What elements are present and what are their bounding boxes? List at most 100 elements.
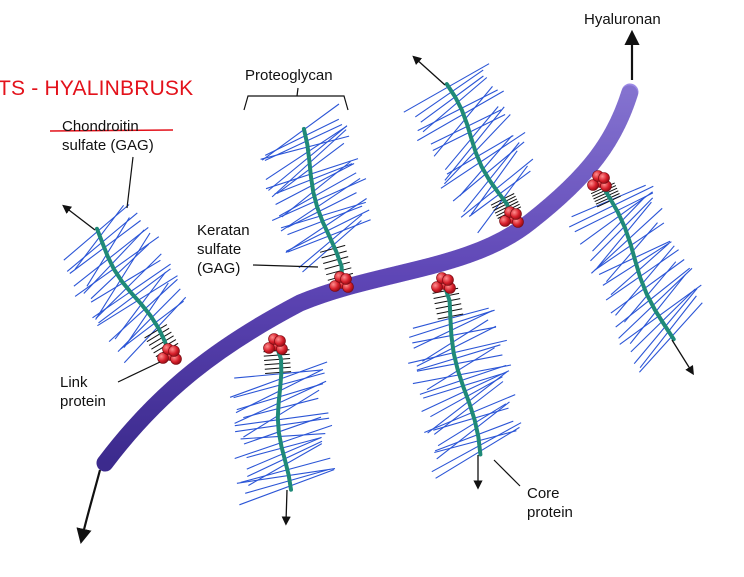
chondroitin-sulfate-chain bbox=[413, 310, 493, 349]
keratan-sulfate-chain bbox=[144, 324, 168, 339]
chondroitin-sulfate-chain bbox=[235, 417, 330, 433]
keratan-sulfate-chain bbox=[264, 362, 291, 366]
direction-arrow bbox=[412, 55, 446, 86]
chondroitin-sulfate-chain bbox=[422, 77, 488, 133]
chondroitin-sulfate-chain bbox=[433, 381, 504, 435]
chondroitin-line-2: sulfate (GAG) bbox=[62, 137, 154, 154]
keratan-line-1: Keratan bbox=[197, 222, 250, 239]
direction-arrow bbox=[671, 339, 694, 376]
proteoglycan-monomer bbox=[260, 103, 371, 285]
chondroitin-sulfate-chain bbox=[629, 273, 687, 345]
chondroitin-sulfate-chain bbox=[579, 191, 653, 245]
gag-bristles-layer bbox=[63, 63, 703, 506]
chondroitin-sulfate-chain bbox=[123, 296, 187, 364]
hyaluronan-strand bbox=[96, 83, 639, 472]
direction-arrow bbox=[281, 489, 291, 526]
chondroitin-sulfate-chain bbox=[287, 192, 357, 228]
chondroitin-sulfate-chain bbox=[568, 185, 654, 228]
chondroitin-sulfate-chain bbox=[420, 75, 484, 123]
chondroitin-sulfate-chain bbox=[90, 259, 161, 303]
chondroitin-sulfate-chain bbox=[261, 103, 340, 161]
link-leader bbox=[117, 361, 161, 383]
chondroitin-sulfate-chain bbox=[414, 69, 484, 118]
strand-arrows bbox=[62, 29, 694, 545]
link-protein-bead bbox=[274, 335, 286, 347]
chondroitin-sulfate-chain bbox=[275, 163, 355, 205]
link-protein-cluster bbox=[499, 206, 524, 228]
chondroitin-sulfate-chain bbox=[618, 267, 693, 339]
chondroitin-sulfate-chain bbox=[412, 326, 497, 344]
hyaluronan-label: Hyaluronan bbox=[584, 10, 661, 29]
chondroitin-sulfate-chain bbox=[403, 63, 490, 113]
link-protein-cluster bbox=[587, 170, 612, 192]
link-proteins bbox=[157, 170, 612, 365]
link-protein-label: Link protein bbox=[60, 373, 106, 411]
keratan-leader bbox=[252, 264, 319, 268]
chondroitin-sulfate-chain bbox=[229, 361, 328, 398]
proteoglycan-monomer bbox=[568, 180, 703, 373]
keratan-sulfate-chain bbox=[146, 327, 170, 343]
chondroitin-sulfate-chain bbox=[431, 422, 522, 473]
chondroitin-sulfate-chain bbox=[596, 201, 652, 269]
link-protein-cluster bbox=[329, 271, 354, 293]
proteoglycan-label: Proteoglycan bbox=[245, 66, 333, 85]
chondroitin-sulfate-chain bbox=[623, 261, 677, 323]
chondroitin-sulfate-chain bbox=[433, 407, 509, 431]
chondroitin-sulfate-chain bbox=[574, 192, 654, 233]
chondroitin-strike-line bbox=[49, 129, 174, 132]
chondroitin-sulfate-chain bbox=[271, 178, 367, 222]
chondroitin-line-1: Chondroitin bbox=[62, 118, 139, 135]
chondroitin-sulfate-chain bbox=[83, 229, 145, 294]
proteoglycan-monomer bbox=[63, 204, 187, 364]
chondroitin-sulfate-chain bbox=[426, 347, 495, 391]
chondroitin-sulfate-chain bbox=[287, 205, 363, 236]
keratan-sulfate-chain bbox=[323, 256, 349, 264]
chondroitin-sulfate-chain bbox=[236, 468, 336, 484]
core-protein-label: Core protein bbox=[527, 484, 573, 522]
hyaluronan-arrow-bottom bbox=[76, 469, 102, 545]
link-protein-bead bbox=[442, 274, 454, 286]
chondroitin-sulfate-chain bbox=[417, 90, 504, 142]
keratan-sulfate-chain bbox=[151, 335, 174, 350]
core-protein-strand bbox=[598, 180, 676, 342]
keratan-sulfate-chain bbox=[326, 267, 352, 276]
chondroitin-sulfate-chain bbox=[74, 236, 160, 297]
link-protein-bead bbox=[431, 281, 443, 293]
chondroitin-sulfate-chain bbox=[240, 433, 326, 440]
link-protein-bead bbox=[510, 208, 522, 220]
chondroitin-sulfate-chain bbox=[422, 319, 489, 362]
core-protein-strand bbox=[301, 126, 344, 285]
chondroitin-sulfate-chain bbox=[417, 89, 498, 132]
link-protein-bead bbox=[263, 342, 275, 354]
core-line-2: protein bbox=[527, 504, 573, 521]
link-protein-bead bbox=[587, 179, 599, 191]
keratan-sulfate-chain bbox=[265, 371, 292, 374]
chondroitin-sulfate-chain bbox=[434, 430, 517, 454]
chondroitin-sulfate-chain bbox=[446, 135, 514, 175]
chondroitin-sulfate-chain bbox=[86, 217, 130, 287]
keratan-sulfate-chain bbox=[324, 261, 350, 270]
link-line-2: protein bbox=[60, 393, 106, 410]
keratan-sulfate-chain bbox=[148, 331, 172, 346]
keratan-sulfate-chain bbox=[264, 366, 291, 370]
leader-lines bbox=[49, 87, 521, 487]
chondroitin-sulfate-chain bbox=[246, 437, 322, 459]
chondroitin-sulfate-chain bbox=[619, 284, 702, 345]
core-leader bbox=[493, 459, 521, 487]
chondroitin-sulfate-chain bbox=[591, 207, 663, 274]
keratan-sulfate-chain bbox=[264, 358, 291, 361]
link-protein-cluster bbox=[263, 333, 288, 355]
core-protein-strand bbox=[442, 282, 483, 457]
chondroitin-sulfate-chain bbox=[444, 114, 511, 185]
core-protein-strand bbox=[274, 343, 293, 492]
core-line-1: Core bbox=[527, 485, 560, 502]
proteoglycan-leader bbox=[296, 87, 299, 97]
chondroitin-sulfate-chain bbox=[416, 325, 497, 367]
keratan-sulfate-chain bbox=[319, 244, 346, 253]
link-protein-bead bbox=[168, 345, 180, 357]
keratan-line-2: sulfate bbox=[197, 241, 242, 258]
link-protein-bead bbox=[329, 280, 341, 292]
chondroitin-sulfate-chain bbox=[239, 469, 335, 506]
